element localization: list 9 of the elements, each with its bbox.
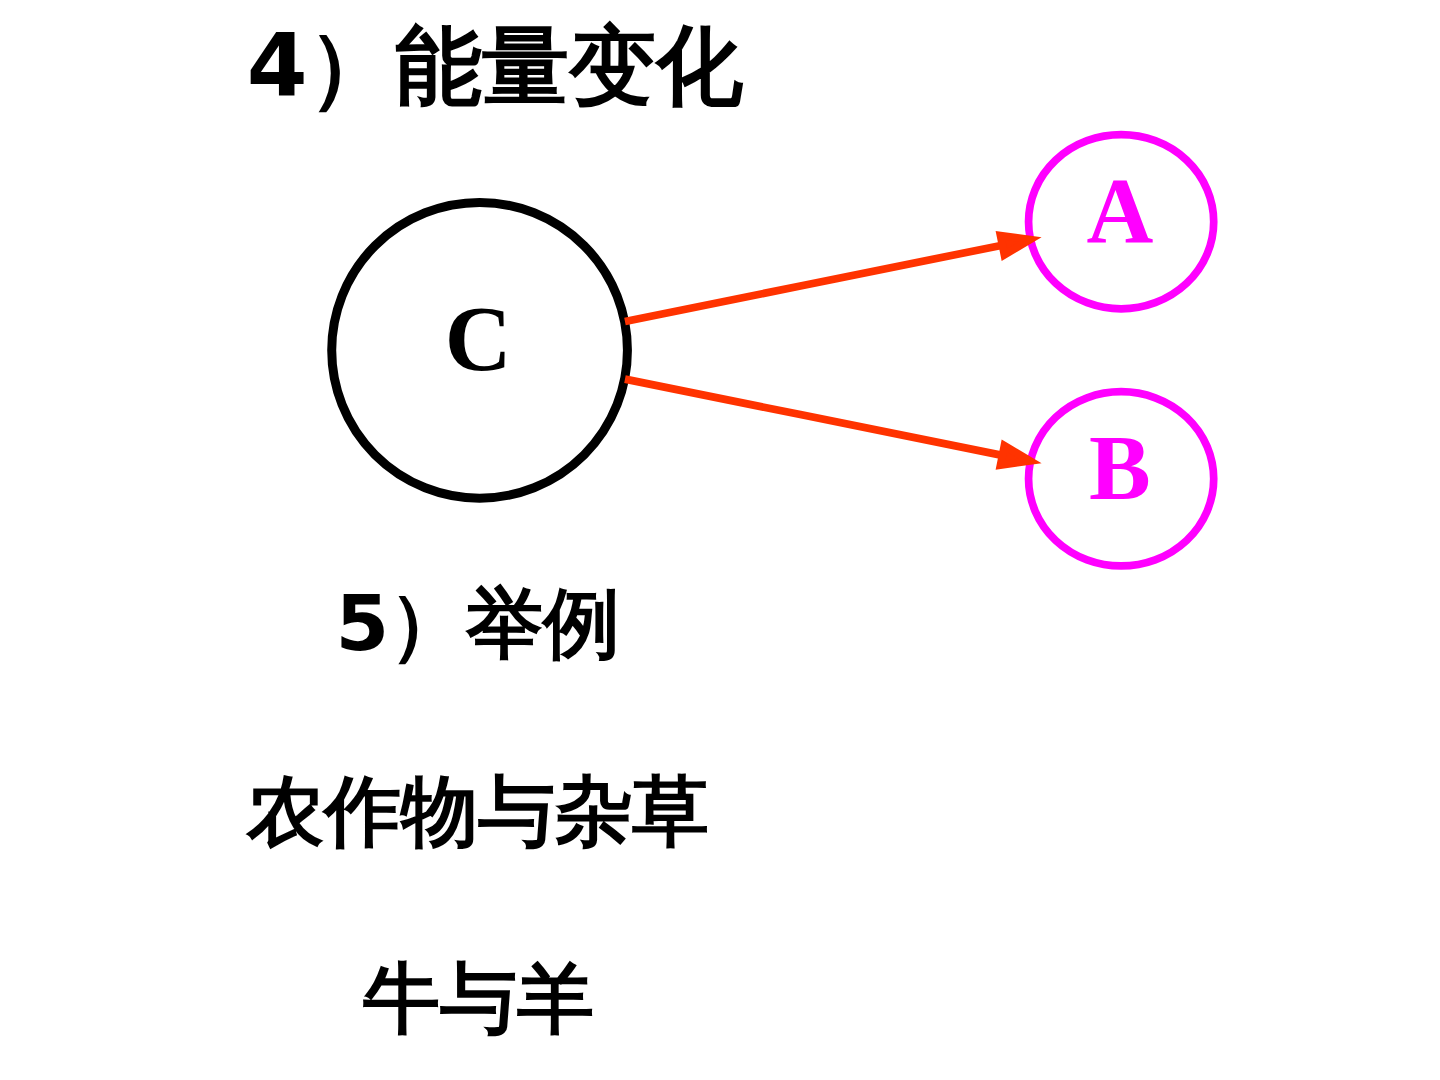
label: 牛与羊 bbox=[362, 953, 594, 1044]
diagram-title: 4）能量变化 bbox=[246, 15, 743, 118]
node-circle: B bbox=[1024, 387, 1218, 570]
node-circle: C bbox=[327, 197, 632, 503]
node-circle: A bbox=[1024, 130, 1218, 313]
label: 5）举例 bbox=[335, 577, 621, 668]
arrow bbox=[624, 230, 1042, 326]
label: 农作物与杂草 bbox=[246, 765, 709, 856]
arrow bbox=[624, 375, 1042, 470]
